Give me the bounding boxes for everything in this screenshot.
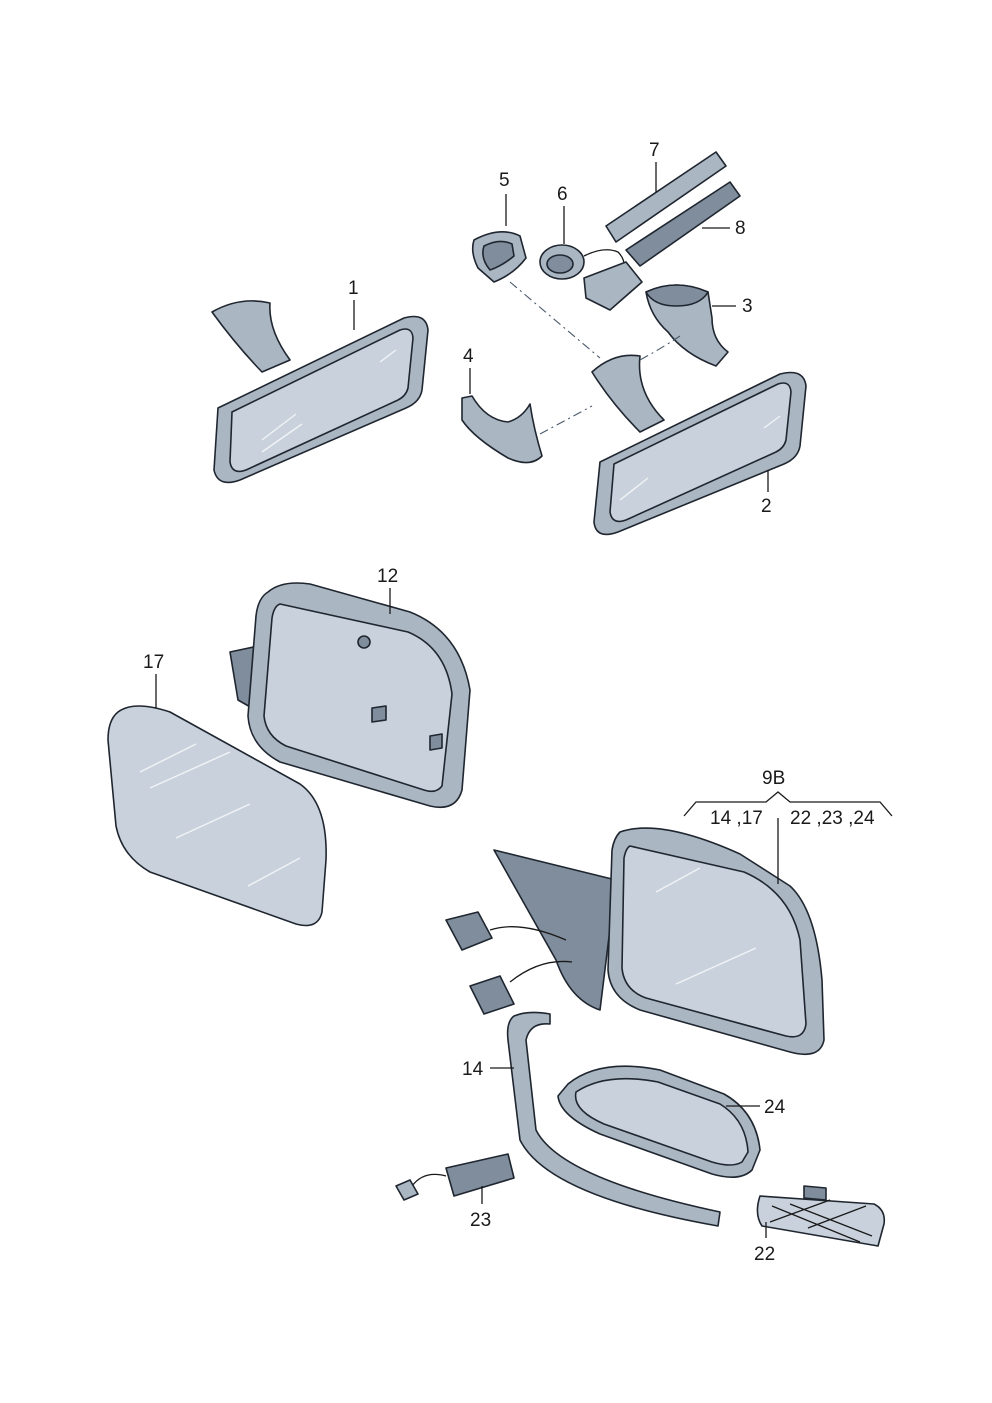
part-23-lamp-module <box>395 1153 515 1201</box>
callout-23: 23 <box>470 1210 491 1231</box>
callout-24: 24 <box>764 1097 786 1118</box>
callout-22: 22 <box>754 1244 775 1265</box>
part-5-mounting-base <box>471 231 527 283</box>
callout-7: 7 <box>649 140 660 161</box>
part-17-mirror-glass <box>107 705 327 927</box>
callout-4: 4 <box>463 346 474 367</box>
part-12-mirror-housing <box>229 582 471 809</box>
callout-8: 8 <box>735 218 746 239</box>
part-2-interior-mirror <box>591 354 807 536</box>
assembly-line <box>509 281 601 359</box>
callout-17: 17 <box>143 652 164 673</box>
callout-14: 14 <box>462 1059 484 1080</box>
part-9b-exterior-mirror <box>445 827 825 1056</box>
callout-2: 2 <box>761 496 772 517</box>
part-14-seal-strip <box>506 1011 721 1227</box>
callout-3: 3 <box>742 296 753 317</box>
part-3-mount-cover <box>645 284 729 367</box>
callout-9b-left: 14 ,17 <box>710 808 763 829</box>
callout-5: 5 <box>499 170 510 191</box>
part-1-interior-mirror <box>211 300 429 484</box>
callout-9b: 9B <box>762 768 785 789</box>
assembly-line <box>539 405 593 435</box>
part-24-cover-cap <box>557 1065 761 1178</box>
callout-12: 12 <box>377 566 398 587</box>
part-7-trim-strip <box>605 151 727 243</box>
callout-6: 6 <box>557 184 568 205</box>
callout-9b-right: 22 ,23 ,24 <box>790 808 875 829</box>
part-4-cover-clip <box>461 395 543 464</box>
part-22-lens <box>756 1185 886 1247</box>
part-6-sensor <box>539 244 625 280</box>
bracket-9b <box>683 791 893 817</box>
part-8-trim-strip <box>583 181 741 311</box>
assembly-line <box>639 335 681 361</box>
callout-1: 1 <box>348 278 359 299</box>
